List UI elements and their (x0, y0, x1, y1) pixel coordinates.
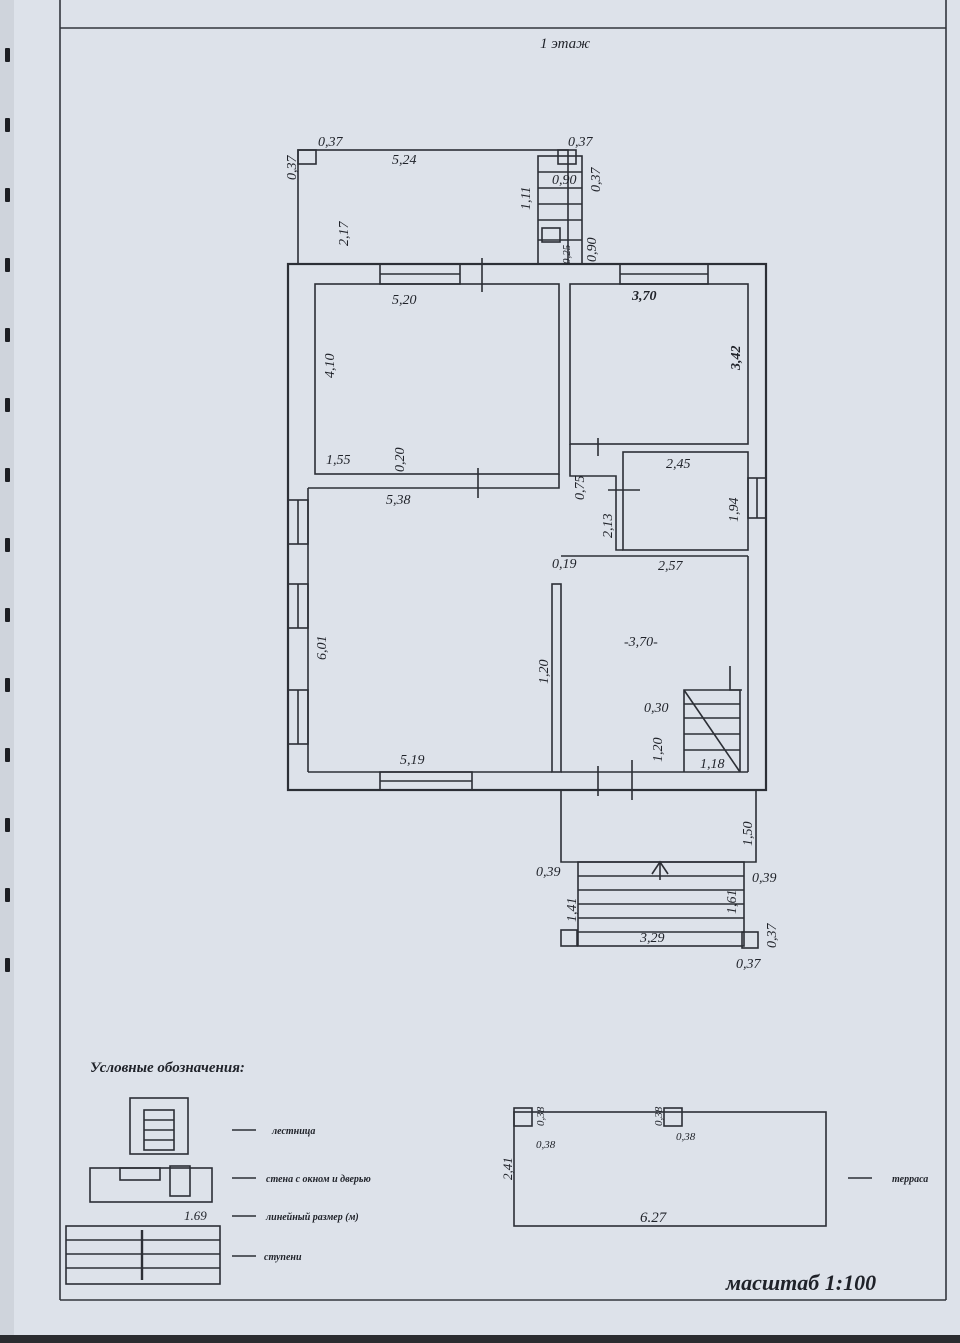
terrace-post-left-w: 0,38 (536, 1139, 556, 1151)
porch-post-left (297, 149, 317, 165)
scale-label: масштаб 1:100 (725, 1270, 876, 1295)
dim-room1-door: 1,55 (326, 453, 351, 468)
dim-hallway-width: -3,70- (624, 635, 658, 650)
terrace-post-left-h: 0,38 (535, 1106, 547, 1126)
dim-stair-step: 0,30 (644, 701, 669, 716)
interior-stairs (683, 689, 741, 772)
dim-stair-width: 1,18 (700, 757, 725, 772)
living-room-top-wall (308, 474, 560, 489)
dim-stair-top-landing: 0,25 (561, 244, 573, 264)
legend-steps-symbol (65, 1225, 221, 1285)
room-1 (314, 283, 560, 475)
dim-partition-len: 1,20 (537, 660, 552, 685)
dim-steps-len-right: 1,61 (725, 890, 740, 915)
dim-steps-corner-v: 0,37 (765, 923, 780, 949)
dim-stair-side: 1,20 (651, 738, 666, 763)
terrace-label: терраса (892, 1174, 928, 1185)
binder-hole (5, 538, 10, 552)
dim-steps-left: 0,39 (536, 865, 561, 880)
porch-post-right (557, 149, 577, 165)
dim-bath-depth: 1,94 (727, 498, 742, 523)
legend-wall-symbol (89, 1167, 213, 1203)
dim-bath-width: 2,45 (666, 457, 691, 472)
dim-steps-corner-h: 0,37 (736, 957, 762, 972)
dim-steps-len-left: 1,41 (565, 898, 580, 923)
legend-title: Условные обозначения: (90, 1060, 245, 1076)
terrace-depth: 2,41 (500, 1157, 515, 1180)
binder-hole (5, 678, 10, 692)
dim-room1-width: 5,20 (392, 293, 417, 308)
binder-hole (5, 888, 10, 902)
dim-stair-top-side: 0,90 (585, 238, 600, 263)
binder-hole (5, 468, 10, 482)
binder-hole (5, 48, 10, 62)
binder-hole (5, 118, 10, 132)
terrace-width: 6.27 (640, 1210, 668, 1226)
terrace-area (560, 790, 757, 863)
legend-label-wall: стена с окном и дверью (266, 1174, 371, 1185)
binder-hole (5, 188, 10, 202)
dim-stair-top-len: 1,11 (519, 187, 534, 210)
dim-terrace-depth: 1,50 (741, 822, 756, 847)
dim-steps-right: 0,39 (752, 871, 777, 886)
dim-porch-right-corner: 0,37 (568, 135, 594, 150)
dim-hall-len: 2,13 (601, 514, 616, 539)
room-2 (569, 283, 749, 445)
dim-room1-depth: 4,10 (323, 354, 338, 379)
binder-strip (0, 0, 14, 1335)
dim-room2-width: 3,70 (631, 289, 657, 304)
dim-room2-depth: 3,42 (729, 346, 744, 372)
legend-label-steps: ступени (264, 1252, 302, 1263)
floor-title: 1 этаж (540, 36, 590, 52)
legend-label-stairs: лестница (271, 1126, 315, 1137)
terrace-post-mid-h: 0,38 (653, 1106, 665, 1126)
dim-living-depth: 6,01 (315, 636, 330, 661)
binder-hole (5, 818, 10, 832)
legend-stairs-symbol (129, 1097, 189, 1155)
dim-hall-gap: 0,75 (573, 476, 588, 501)
dim-partition-gap: 0,19 (552, 557, 577, 572)
dim-hallway-top: 2,57 (658, 559, 684, 574)
legend-label-dimension: линейный размер (м) (265, 1212, 359, 1223)
binder-hole (5, 258, 10, 272)
dim-porch-left-corner-v: 0,37 (285, 155, 300, 181)
dim-room1-door-gap: 0,20 (393, 448, 408, 473)
dim-porch-depth: 2,17 (337, 221, 352, 247)
dim-stair-top-width: 0,90 (552, 173, 577, 188)
binder-hole (5, 398, 10, 412)
dim-porch-left-corner: 0,37 (318, 135, 344, 150)
terrace-plan (513, 1111, 827, 1227)
outer-wall (286, 262, 768, 792)
dim-steps-width: 3,29 (639, 931, 665, 946)
binder-hole (5, 608, 10, 622)
dim-living-width-top: 5,38 (386, 493, 411, 508)
binder-hole (5, 328, 10, 342)
dim-porch-right-corner-v: 0,37 (589, 167, 604, 193)
dim-porch-width: 5,24 (392, 153, 417, 168)
terrace-post-mid-w: 0,38 (676, 1131, 696, 1143)
dim-living-width-bottom: 5,19 (400, 753, 425, 768)
legend-sample-dimension: 1.69 (184, 1208, 207, 1223)
binder-hole (5, 748, 10, 762)
binder-hole (5, 958, 10, 972)
partition-wall (551, 583, 562, 773)
